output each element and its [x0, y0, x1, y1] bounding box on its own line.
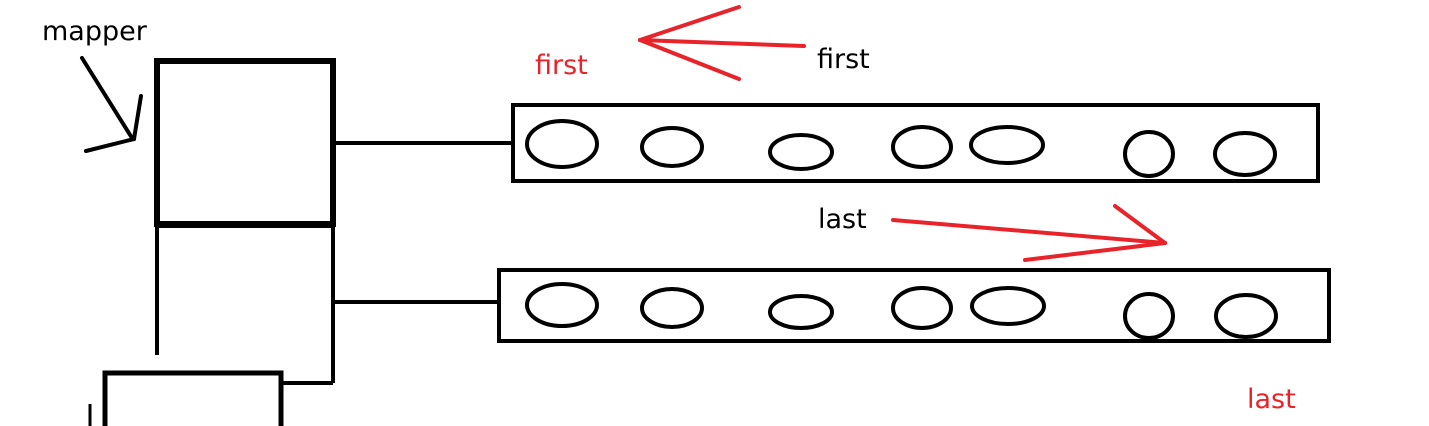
mapper-box	[154, 58, 336, 227]
queue-item	[768, 294, 834, 330]
queue-item	[640, 126, 704, 168]
queue-item	[1123, 130, 1175, 178]
upper-queue-box	[511, 103, 1320, 183]
queue-item	[640, 287, 704, 329]
first-black-label: first	[817, 44, 870, 75]
upper-queue	[511, 103, 1320, 183]
queue-item	[970, 286, 1046, 326]
queue-item	[969, 125, 1045, 165]
last-arrow	[891, 204, 1167, 262]
mapper-pointer-arrow	[80, 56, 143, 153]
queue-item	[1123, 292, 1175, 340]
first-red-label: first	[535, 50, 588, 81]
connectors	[155, 141, 514, 385]
queue-item	[768, 133, 834, 171]
mapper-label: mapper	[42, 16, 148, 47]
queue-item	[891, 286, 953, 330]
second-mapper-box	[102, 370, 284, 426]
queue-item	[1214, 293, 1278, 339]
last-red-label: last	[1247, 384, 1296, 415]
queue-item	[525, 119, 599, 169]
lower-queue	[497, 268, 1331, 343]
first-arrow	[638, 5, 806, 81]
queue-item	[525, 282, 599, 328]
queue-item	[1213, 131, 1277, 177]
last-black-label: last	[818, 204, 867, 235]
lower-queue-box	[497, 268, 1331, 343]
queue-item	[891, 125, 953, 169]
